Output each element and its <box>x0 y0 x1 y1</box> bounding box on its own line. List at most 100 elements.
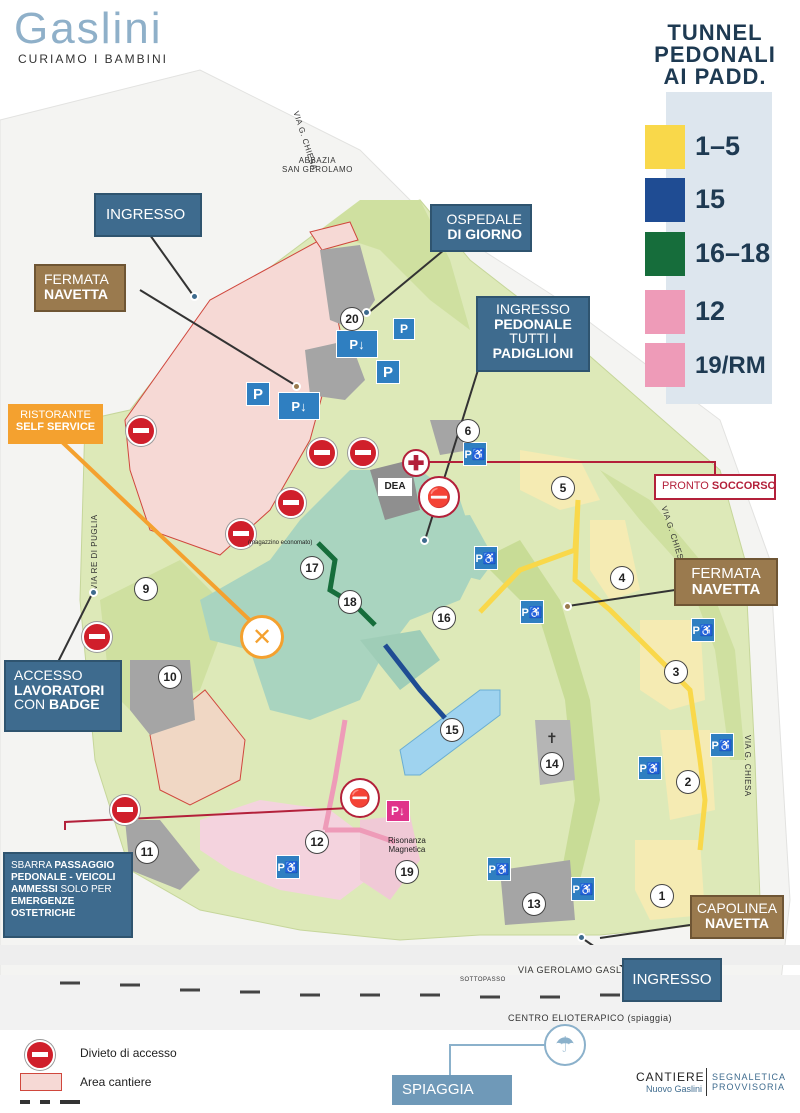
barrier-icon[interactable]: ⛔ <box>418 476 460 518</box>
disabled-parking-icon[interactable]: P♿ <box>276 855 300 879</box>
fork-knife-icon[interactable]: ✕ <box>240 615 284 659</box>
fermata-left-line1: FERMATA <box>44 271 109 287</box>
disabled-parking-icon[interactable]: P♿ <box>638 756 662 780</box>
legend-no-entry-text: Divieto di accesso <box>80 1046 177 1060</box>
pavilion-4[interactable]: 4 <box>610 566 634 590</box>
dea-label: DEA <box>378 478 412 496</box>
label-spiaggia[interactable]: SPIAGGIA <box>392 1075 512 1105</box>
fermata-right-line2: NAVETTA <box>691 580 761 598</box>
legend-item-19-rm: 19/RM <box>645 343 771 387</box>
disabled-parking-icon[interactable]: P♿ <box>474 546 498 570</box>
label-accesso-lavoratori[interactable]: ACCESSO LAVORATORI CON BADGE <box>4 660 122 732</box>
pavilion-11[interactable]: 11 <box>135 840 159 864</box>
pavilion-15[interactable]: 15 <box>440 718 464 742</box>
first-aid-cross-icon[interactable]: ✚ <box>402 449 430 477</box>
brand-tagline: CURIAMO I BAMBINI <box>18 52 169 66</box>
pavilion-1[interactable]: 1 <box>650 884 674 908</box>
footer-divider <box>706 1068 707 1096</box>
rail-dashes <box>60 981 620 999</box>
pavilion-14[interactable]: 14 <box>540 752 564 776</box>
barrier-icon[interactable]: ⛔ <box>340 778 380 818</box>
label-capolinea-navetta[interactable]: CAPOLINEA NAVETTA <box>690 895 784 939</box>
pavilion-12[interactable]: 12 <box>305 830 329 854</box>
legend-no-entry-icon <box>25 1040 55 1070</box>
beach-umbrella-icon[interactable]: ☂ <box>544 1024 586 1066</box>
church-cross-icon: ✝ <box>546 730 558 746</box>
pavilion-13[interactable]: 13 <box>522 892 546 916</box>
disabled-parking-icon[interactable]: P♿ <box>487 857 511 881</box>
legend-label: 1–5 <box>695 131 741 161</box>
legend-title: TUNNEL PEDONALI AI PADD. <box>640 22 790 88</box>
label-ingresso-bottom[interactable]: INGRESSO <box>622 958 722 1002</box>
sbarra-line3a: AMMESSI <box>11 884 58 895</box>
ospedale-line2: DI GIORNO <box>447 225 522 242</box>
parking-icon[interactable]: P <box>246 382 270 406</box>
label-fermata-navetta-right[interactable]: FERMATA NAVETTA <box>674 558 778 606</box>
disabled-parking-icon[interactable]: P♿ <box>520 600 544 624</box>
shuttle-stop-pin-left[interactable] <box>292 382 301 391</box>
pavilion-10[interactable]: 10 <box>158 665 182 689</box>
ristorante-line1: RISTORANTE <box>20 409 91 421</box>
sbarra-line3b: SOLO PER <box>57 884 112 895</box>
no-entry-icon <box>126 416 156 446</box>
shuttle-stop-pin-right[interactable] <box>563 602 572 611</box>
pin-accesso[interactable] <box>89 588 98 597</box>
sbarra-line2: PEDONALE - VEICOLI <box>11 872 116 883</box>
pavilion-6[interactable]: 6 <box>456 419 480 443</box>
parking-icon[interactable]: P <box>393 318 415 340</box>
legend-title-line: AI PADD. <box>663 64 767 89</box>
legend-item-15: 15 <box>645 178 771 222</box>
legend-item-16-18: 16–18 <box>645 232 771 276</box>
building-11 <box>125 820 200 890</box>
fermata-left-line2: NAVETTA <box>44 285 109 302</box>
label-ospedale-di-giorno[interactable]: OSPEDALE DI GIORNO <box>430 204 532 252</box>
pavilion-9[interactable]: 9 <box>134 577 158 601</box>
leader-spiaggia <box>449 1044 555 1075</box>
shuttle-parking-icon[interactable]: P↓ <box>278 392 320 420</box>
label-ingresso-pedonale[interactable]: INGRESSO PEDONALE TUTTI I PADIGLIONI <box>476 296 590 372</box>
legend-label: 15 <box>695 184 726 214</box>
pavilion-16[interactable]: 16 <box>432 606 456 630</box>
disabled-parking-icon[interactable]: P♿ <box>691 618 715 642</box>
pin-ospedale[interactable] <box>362 308 371 317</box>
label-fermata-navetta-left[interactable]: FERMATA NAVETTA <box>34 264 126 312</box>
shuttle-parking-icon[interactable]: P↓ <box>336 330 378 358</box>
pavilion-18[interactable]: 18 <box>338 590 362 614</box>
label-ingresso-top[interactable]: INGRESSO <box>94 193 202 237</box>
accesso-line4: BADGE <box>49 696 100 713</box>
legend-label: 19/RM <box>695 352 766 379</box>
legend-item-12: 12 <box>645 290 771 334</box>
accesso-line1: ACCESSO <box>14 667 83 683</box>
ingresso-ped-line1: INGRESSO <box>496 301 570 317</box>
no-entry-icon <box>348 438 378 468</box>
pronto-line1: PRONTO <box>662 480 709 492</box>
label-sbarra[interactable]: SBARRA PASSAGGIO PEDONALE - VEICOLI AMME… <box>3 852 133 938</box>
pavilion-5[interactable]: 5 <box>551 476 575 500</box>
disabled-parking-icon[interactable]: P♿ <box>571 877 595 901</box>
road-gaslini <box>0 945 800 965</box>
brand-logo: Gaslini <box>14 4 163 53</box>
leader-fermata-right <box>567 589 676 607</box>
pavilion-2[interactable]: 2 <box>676 770 700 794</box>
label-pronto-soccorso[interactable]: PRONTO SOCCORSO <box>654 474 776 500</box>
pin-ingresso-top[interactable] <box>190 292 199 301</box>
street-sottopasso: SOTTOPASSO <box>460 977 506 983</box>
pavilion-17[interactable]: 17 <box>300 556 324 580</box>
fermata-right-line1: FERMATA <box>691 565 761 582</box>
pavilion-3[interactable]: 3 <box>664 660 688 684</box>
pavilion-20[interactable]: 20 <box>340 307 364 331</box>
pink-parking-icon[interactable]: P↓ <box>386 800 410 822</box>
construction-area <box>309 221 359 251</box>
no-entry-icon <box>307 438 337 468</box>
restaurant-leader <box>58 438 260 630</box>
segnaletica-brand: SEGNALETICA PROVVISORIA <box>712 1072 786 1092</box>
leader-ingresso <box>149 234 196 299</box>
disabled-parking-icon[interactable]: P♿ <box>710 733 734 757</box>
pavilion-19[interactable]: 19 <box>395 860 419 884</box>
pin-ingresso-bottom[interactable] <box>577 933 586 942</box>
parking-icon[interactable]: P <box>376 360 400 384</box>
capolinea-line2: NAVETTA <box>704 914 770 931</box>
label-ristorante[interactable]: RISTORANTE SELF SERVICE <box>8 404 103 444</box>
disabled-parking-icon[interactable]: P♿ <box>463 442 487 466</box>
pin-ingresso-ped[interactable] <box>420 536 429 545</box>
